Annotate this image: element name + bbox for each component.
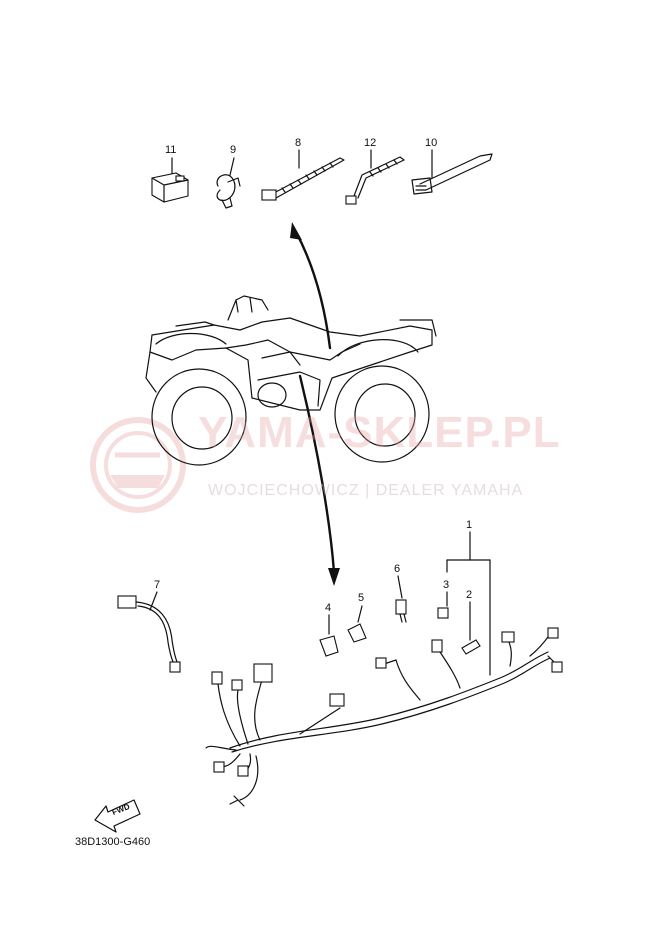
callout-bracket-1 — [446, 531, 491, 676]
watermark-logo — [90, 417, 186, 513]
diagram-code: 38D1300-G460 — [75, 836, 151, 848]
part-8-cable-tie[interactable] — [261, 149, 345, 201]
callout-11: 11 — [165, 144, 177, 156]
part-11-relay[interactable] — [151, 157, 189, 203]
callout-12: 12 — [364, 137, 377, 149]
callout-5: 5 — [358, 592, 365, 604]
part-4-cover[interactable] — [319, 614, 339, 657]
callout-6: 6 — [394, 563, 401, 575]
callout-1: 1 — [466, 519, 473, 531]
part-3-fuse-holder[interactable] — [437, 591, 449, 619]
callout-4: 4 — [325, 602, 332, 614]
part-7-sub-lead[interactable] — [117, 591, 181, 673]
part-5-cover[interactable] — [347, 605, 367, 643]
fwd-arrow-icon — [94, 799, 141, 833]
part-12-band[interactable] — [345, 149, 405, 205]
part-10-holder[interactable] — [411, 149, 493, 195]
callout-2: 2 — [466, 589, 473, 601]
callout-3: 3 — [443, 579, 450, 591]
pointer-arrow-down — [298, 374, 340, 586]
callout-8: 8 — [295, 137, 302, 149]
part-6-coupler[interactable] — [395, 575, 407, 623]
part-1-wire-harness[interactable] — [205, 627, 563, 807]
part-9-clamp[interactable] — [216, 157, 241, 209]
part-2-fuse[interactable] — [461, 601, 481, 655]
callout-10: 10 — [425, 137, 438, 149]
callout-7: 7 — [154, 579, 161, 591]
atv-vehicle — [145, 295, 437, 466]
callout-9: 9 — [230, 144, 237, 156]
watermark-title: YAMA-SKLEP.PL — [198, 408, 561, 457]
watermark-subtitle: WOJCIECHOWICZ | DEALER YAMAHA — [208, 482, 524, 499]
pointer-arrow-up — [290, 222, 332, 350]
